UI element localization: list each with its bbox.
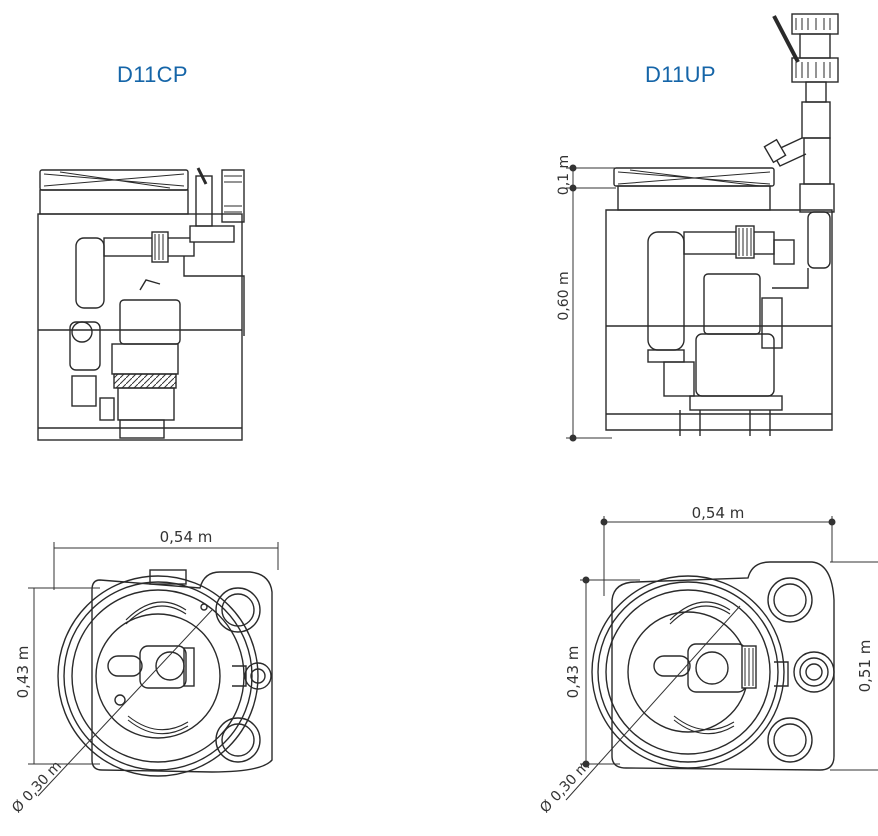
d11up-top-dimensions (565, 516, 878, 801)
d11cp-depth-label: 0,43 m (14, 646, 32, 699)
d11cp-front-view (37, 167, 245, 441)
d11cp-width-label: 0,54 m (160, 528, 213, 546)
d11up-height-dimension (566, 164, 616, 442)
d11up-lid-height-label: 0,1 m (556, 155, 572, 195)
d11up-diameter-label: Ø 0,30 m (537, 758, 593, 816)
d11up-total-depth-label: 0,51 m (856, 640, 874, 693)
d11up-title: D11UP (645, 62, 716, 87)
d11up-front-view (605, 13, 839, 436)
d11up-top-view (591, 561, 835, 771)
d11cp-diameter-label: Ø 0,30 m (9, 758, 65, 816)
d11cp-dimensions (28, 542, 279, 797)
d11up-height-label: 0,60 m (556, 271, 572, 320)
d11cp-top-view (57, 569, 273, 777)
d11cp-title: D11CP (117, 62, 188, 87)
d11up-width-label: 0,54 m (692, 504, 745, 522)
d11up-depth-label: 0,43 m (564, 646, 582, 699)
